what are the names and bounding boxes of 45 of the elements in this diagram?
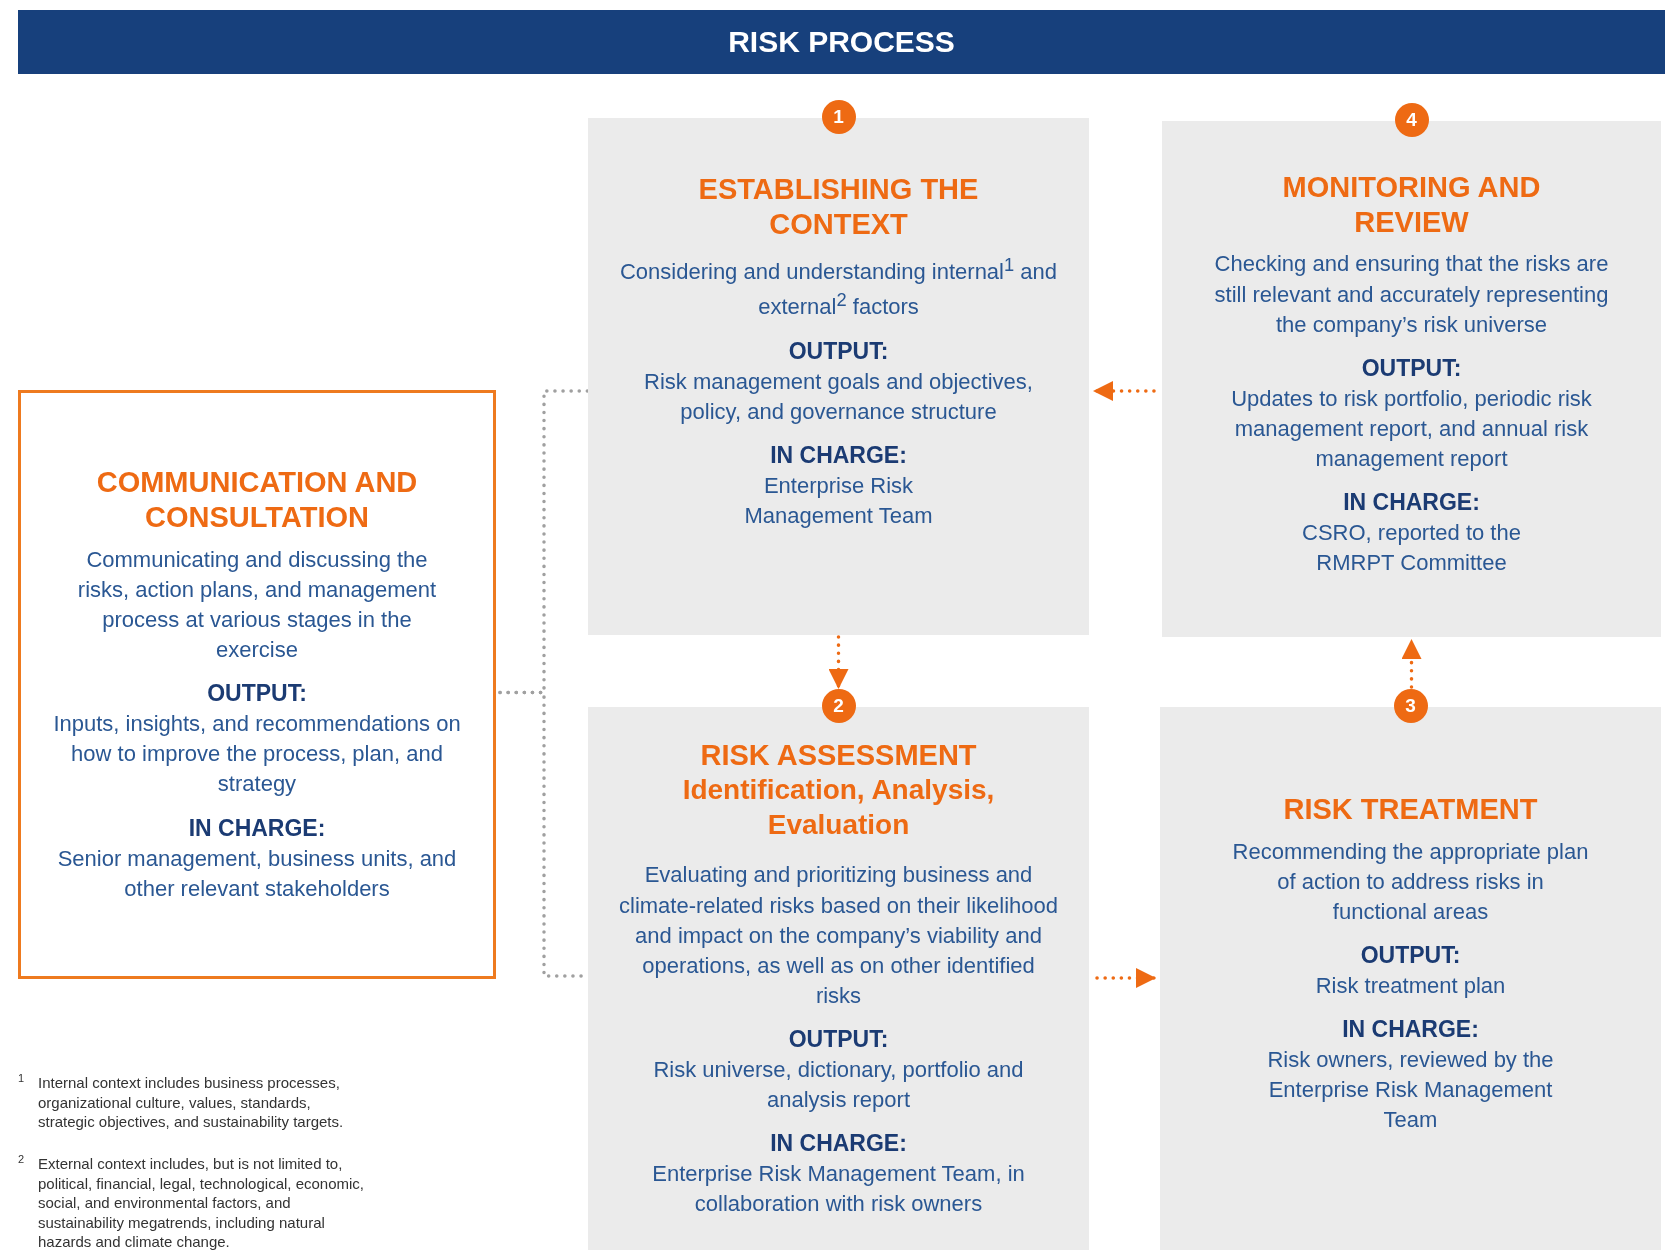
in-charge-text: Enterprise Risk Management Team bbox=[743, 471, 934, 530]
footnote-number: 2 bbox=[18, 1152, 26, 1167]
output-heading: OUTPUT: bbox=[788, 336, 889, 366]
title-banner: RISK PROCESS bbox=[18, 10, 1665, 74]
step-description: Considering and understanding internal$^{1}$ and external$^{2}$ factors bbox=[618, 252, 1059, 322]
output-text: Inputs, insights, and recommendations on how to improve the process, plan, and strategy bbox=[52, 710, 462, 799]
arrow bbox=[1401, 639, 1422, 689]
step-heading: RISK ASSESSMENT bbox=[700, 737, 977, 773]
in-charge-heading: IN CHARGE: bbox=[770, 440, 907, 470]
output-text: Risk universe, dictionary, portfolio and analysis report bbox=[652, 1055, 1025, 1115]
output-text: Risk treatment plan bbox=[1315, 971, 1506, 1000]
step-description: Evaluating and prioritizing business and climate-related risks based on their likelihood and impact on the company’s viability and operations, as well as on other identified risks bbox=[618, 861, 1059, 1010]
step-number: 4 bbox=[1394, 103, 1429, 137]
step-heading: MONITORING AND REVIEW bbox=[1281, 169, 1542, 240]
output-heading: OUTPUT: bbox=[207, 679, 307, 709]
arrow bbox=[1095, 968, 1156, 988]
footnote-number: 1 bbox=[18, 1071, 26, 1086]
in-charge-text: Risk owners, reviewed by the Enterprise Risk Management Team bbox=[1266, 1045, 1555, 1135]
step-number: 3 bbox=[1393, 689, 1428, 723]
arrow bbox=[828, 635, 849, 689]
in-charge-text: Enterprise Risk Management Team, in collaboration with risk owners bbox=[651, 1160, 1026, 1219]
step-number: 1 bbox=[821, 100, 856, 134]
step-description: Checking and ensuring that the risks are still relevant and accurately representing the company’s risk universe bbox=[1213, 250, 1610, 339]
in-charge-text: CSRO, reported to the RMRPT Committee bbox=[1301, 518, 1522, 578]
step-description: Recommending the appropriate plan of action to address risks in functional areas bbox=[1231, 837, 1590, 926]
in-charge-heading: IN CHARGE: bbox=[1342, 1014, 1479, 1044]
footnote-text: External context includes, but is not limited to, political, financial, legal, technological, economic, social, and environmental factors, and sustainability megatrends, including natural hazards and climate change. bbox=[38, 1154, 365, 1252]
in-charge-heading: IN CHARGE: bbox=[1343, 488, 1480, 518]
in-charge-heading: IN CHARGE: bbox=[188, 813, 326, 843]
step-description: Communicating and discussing the risks, action plans, and management process at various stages in the exercise bbox=[77, 545, 437, 665]
step-number: 2 bbox=[821, 689, 856, 723]
arrow bbox=[1093, 381, 1156, 401]
step-heading: RISK TREATMENT bbox=[1283, 791, 1538, 827]
step-subheading: Identification, Analysis, Evaluation bbox=[681, 773, 996, 843]
output-text: Risk management goals and objectives, policy, and governance structure bbox=[643, 367, 1034, 426]
process-panel bbox=[18, 390, 496, 979]
output-heading: OUTPUT: bbox=[788, 1025, 889, 1055]
output-text: Updates to risk portfolio, periodic risk management report, and annual risk management report bbox=[1230, 384, 1593, 473]
in-charge-heading: IN CHARGE: bbox=[770, 1129, 907, 1159]
step-heading: ESTABLISHING THE CONTEXT bbox=[697, 172, 980, 242]
output-heading: OUTPUT: bbox=[1360, 940, 1461, 970]
footnote-text: Internal context includes business processes, organizational culture, values, standards, strategic objectives, and sustainability targets. bbox=[38, 1073, 345, 1132]
output-heading: OUTPUT: bbox=[1361, 353, 1462, 383]
in-charge-text: Senior management, business units, and other relevant stakeholders bbox=[57, 844, 457, 903]
step-heading: COMMUNICATION AND CONSULTATION bbox=[95, 465, 419, 535]
